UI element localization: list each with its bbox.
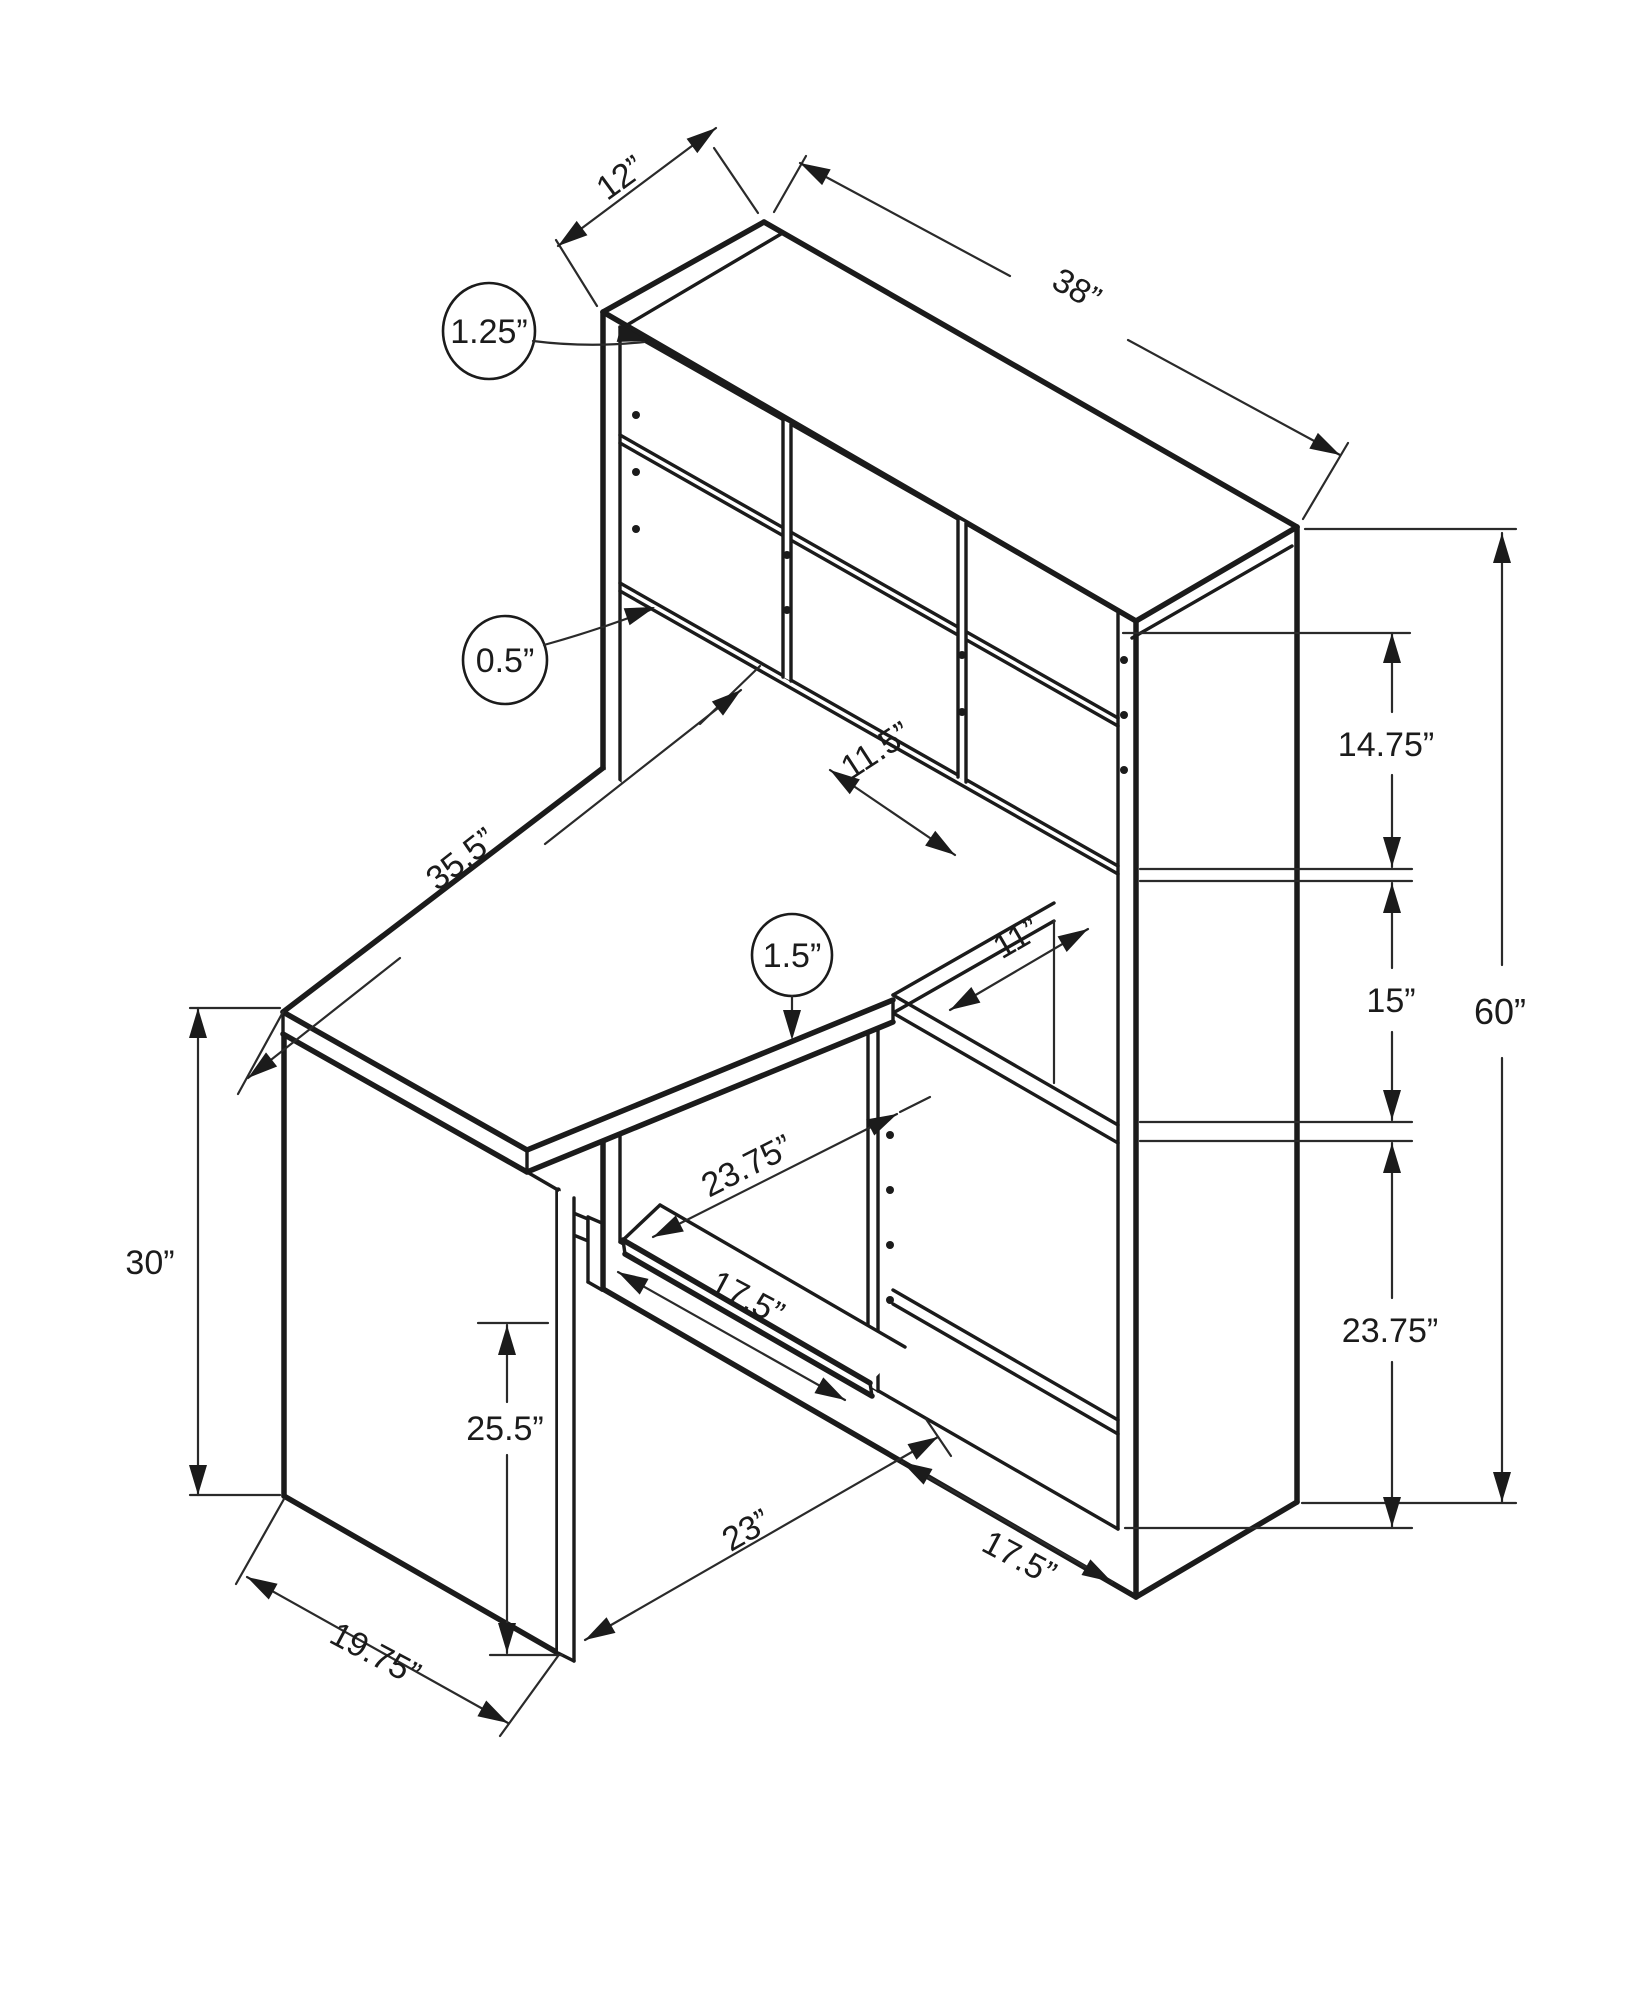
dim-underdesk-clearance-label: 25.5”: [466, 1410, 544, 1448]
desk: [280, 765, 896, 1663]
dim-desk-bottom-depth-label: 23”: [716, 1502, 778, 1559]
dim-top-depth-label: 12”: [589, 148, 651, 208]
dim-top-width-label: 38”: [1046, 261, 1108, 318]
callout-desktop-thickness-label: 1.5”: [763, 937, 822, 975]
dim-lower-section: 23.75”: [1342, 1141, 1438, 1529]
desk-top: [283, 768, 893, 1150]
dimension-arrowheads: [189, 128, 1511, 1723]
dim-desk-height-label: 30”: [125, 1244, 174, 1282]
dim-overall-height-label: 60”: [1474, 991, 1526, 1032]
dim-desk-height: 30”: [125, 1006, 282, 1497]
dim-side-panel-depth-label: 19.75”: [324, 1615, 427, 1694]
bookcase-right-panel: [1136, 527, 1297, 1597]
dim-upper-section: 14.75”: [1338, 631, 1434, 869]
callout-shelf-thickness-label: 0.5”: [476, 642, 535, 680]
keyboard-tray: [569, 1203, 907, 1399]
dim-upper-section-label: 14.75”: [1338, 726, 1434, 764]
bookcase-top-panel: [603, 222, 1297, 621]
desk-side-panel: [284, 1035, 558, 1653]
callout-top-thickness: 1.25”: [441, 281, 646, 381]
callout-top-thickness-label: 1.25”: [450, 313, 528, 351]
dim-lower-section-label: 23.75”: [1342, 1312, 1438, 1350]
dim-middle-section-label: 15”: [1366, 982, 1415, 1020]
shelf-pin-holes: [632, 411, 1128, 1304]
callout-shelf-thickness: 0.5”: [461, 608, 652, 706]
dim-overall-height: 60”: [1474, 531, 1526, 1504]
dim-middle-section: 15”: [1366, 881, 1416, 1122]
